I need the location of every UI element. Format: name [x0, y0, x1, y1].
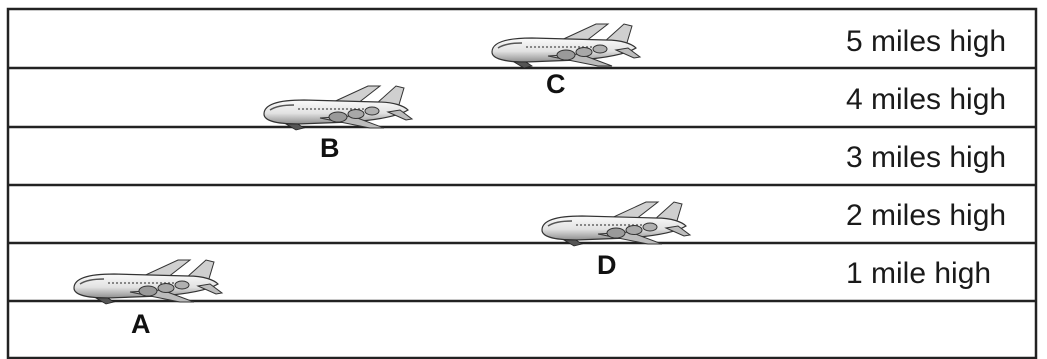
airplane-b [263, 85, 413, 131]
airplane-d [541, 201, 691, 247]
plane-label-b: B [320, 133, 340, 163]
plane-label-c: C [546, 69, 566, 99]
plane-label-d: D [597, 250, 617, 280]
airplane-c [491, 23, 641, 69]
level-label-2: 2 miles high [846, 199, 1006, 232]
level-label-3: 3 miles high [846, 141, 1006, 174]
level-label-1: 1 mile high [846, 257, 991, 290]
airplane-a [73, 259, 223, 305]
diagram-frame [6, 7, 1038, 359]
level-label-5: 5 miles high [846, 25, 1006, 58]
plane-label-a: A [131, 309, 151, 339]
level-label-4: 4 miles high [846, 83, 1006, 116]
